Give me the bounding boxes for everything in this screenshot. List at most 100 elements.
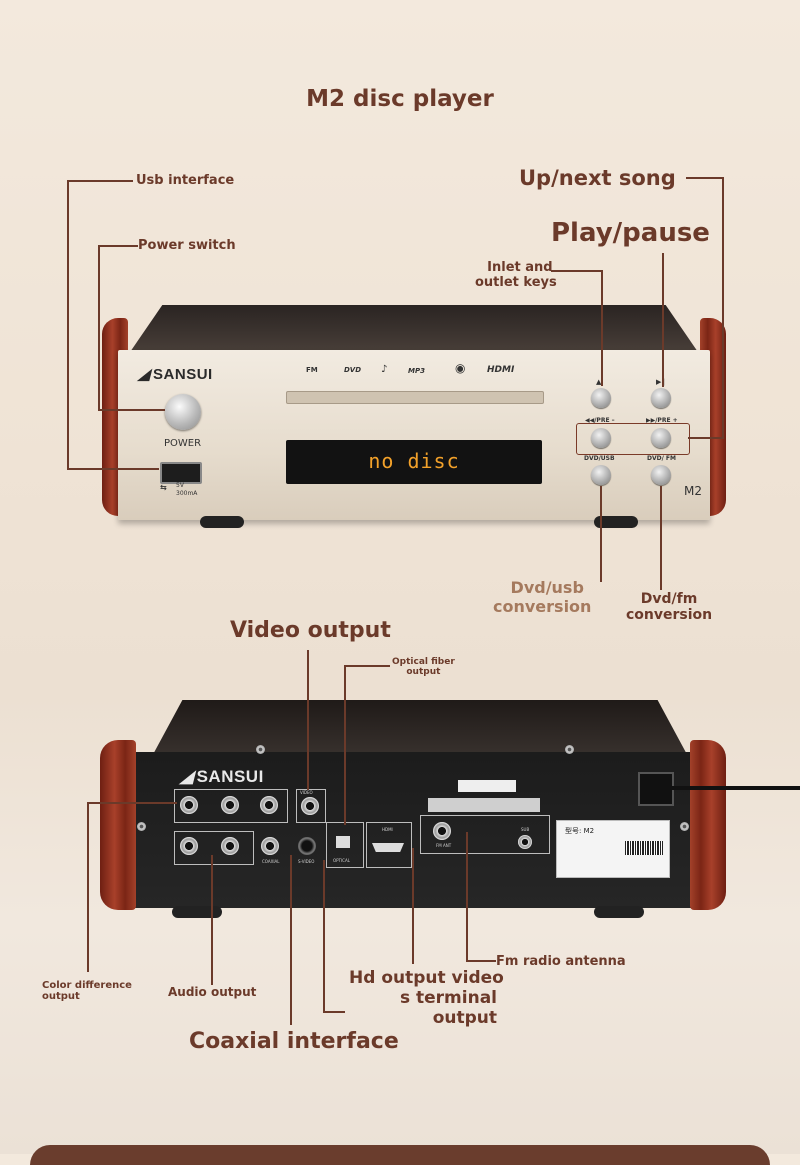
label-play-pause: Play/pause <box>551 218 710 248</box>
disc-slot[interactable] <box>286 391 544 404</box>
line-video-v <box>307 650 309 790</box>
rear-top-cover <box>150 700 690 760</box>
dvd-fm-label: DVD/ FM <box>647 455 676 462</box>
usb-port[interactable] <box>160 462 202 484</box>
dvd-usb-label: DVD/USB <box>584 455 615 462</box>
video-port-label: VIDEO <box>300 790 313 795</box>
label-color-diff: Color difference output <box>42 980 132 1002</box>
label-fm-antenna: Fm radio antenna <box>496 954 626 969</box>
line-fm-v <box>466 832 468 962</box>
label-audio-output: Audio output <box>168 985 257 999</box>
coaxial-jack[interactable] <box>261 837 279 855</box>
line-power-v <box>98 245 100 411</box>
fm-box <box>420 815 550 854</box>
label-hd-1: Hd output video <box>349 968 504 988</box>
rear-foot-right <box>594 906 644 918</box>
power-knob[interactable] <box>165 394 201 430</box>
line-power-h1 <box>98 245 138 247</box>
screw-right <box>680 822 689 831</box>
line-next-h2 <box>688 437 724 439</box>
front-foot-left <box>200 516 244 528</box>
label-color-diff-1: Color difference <box>42 980 132 991</box>
line-usb-v <box>67 180 69 470</box>
music-note-icon: ♪ <box>381 364 388 375</box>
page-title: M2 disc player <box>306 86 494 112</box>
eject-button[interactable] <box>591 388 611 408</box>
fm-antenna-jack[interactable] <box>433 822 451 840</box>
line-usb-h1 <box>67 180 133 182</box>
optical-port-label: OPTICAL <box>333 858 350 863</box>
rear-wood-left <box>100 740 136 910</box>
front-brand: ◢SANSUI <box>138 365 213 383</box>
line-usb-h2 <box>67 468 159 470</box>
warning-sticker <box>458 780 516 792</box>
caution-sticker <box>428 798 540 812</box>
label-power-switch: Power switch <box>138 238 236 253</box>
usb-icon: ⇆ <box>160 483 167 492</box>
sub-jack[interactable] <box>518 835 532 849</box>
rca-audio-right-jack[interactable] <box>221 837 239 855</box>
sub-label: SUB <box>521 827 530 832</box>
label-dvd-fm-2: conversion <box>626 607 713 623</box>
screw-left <box>137 822 146 831</box>
line-next-h1 <box>686 177 724 179</box>
rear-wood-right <box>690 740 726 910</box>
front-foot-right <box>594 516 638 528</box>
hdmi-port-label: HDMI <box>382 827 393 832</box>
next-label: ▶▶/PRE + <box>646 417 678 424</box>
coaxial-port-label: COAXIAL <box>262 859 280 864</box>
usb-spec-1: 5V <box>176 482 184 489</box>
rca-pr-jack[interactable] <box>260 796 278 814</box>
line-inlet-h <box>551 270 603 272</box>
power-cord <box>662 786 800 790</box>
next-button[interactable] <box>651 428 671 448</box>
front-panel <box>118 350 710 520</box>
play-pause-button[interactable] <box>651 388 671 408</box>
line-coaxial-v <box>290 855 292 1025</box>
component-video-box <box>174 789 288 823</box>
line-color-v <box>87 802 89 972</box>
display-text: no disc <box>368 449 460 473</box>
front-brand-text: SANSUI <box>153 366 213 383</box>
dvd-fm-button[interactable] <box>651 465 671 485</box>
label-dvd-fm-1: Dvd/fm <box>640 591 698 607</box>
label-color-diff-2: output <box>42 991 80 1002</box>
sansui-rear-logo-icon: ◢ <box>180 767 194 786</box>
dvd-usb-button[interactable] <box>591 465 611 485</box>
play-pause-icon: ▶‖ <box>656 378 665 386</box>
hdmi-port[interactable] <box>372 843 404 852</box>
svideo-port-label: S-VIDEO <box>298 859 315 864</box>
svideo-jack[interactable] <box>298 837 316 855</box>
spec-label-model: 型号: M2 <box>565 827 595 835</box>
rca-pb-jack[interactable] <box>221 796 239 814</box>
line-fm-h <box>466 960 496 962</box>
line-power-h2 <box>98 409 165 411</box>
spec-label: 型号: M2 <box>556 820 670 878</box>
logo-fm: FM <box>306 366 318 374</box>
label-inlet-outlet: Inlet and outlet keys <box>475 260 557 290</box>
label-hd-3: output <box>432 1008 497 1028</box>
eject-icon: ▲ <box>596 378 602 386</box>
optical-port[interactable] <box>336 836 350 848</box>
power-label: POWER <box>164 438 202 449</box>
label-optical-1: Optical fiber <box>392 657 455 667</box>
rca-y-jack[interactable] <box>180 796 198 814</box>
label-optical-2: output <box>406 667 441 677</box>
line-color-h <box>87 802 177 804</box>
bottom-bar <box>30 1145 770 1165</box>
prev-button[interactable] <box>591 428 611 448</box>
label-hd-2: s terminal <box>399 988 497 1008</box>
audio-box <box>174 831 254 865</box>
rca-audio-left-jack[interactable] <box>180 837 198 855</box>
disc-icon: ◉ <box>455 361 466 375</box>
rear-brand: ◢SANSUI <box>180 767 264 787</box>
prev-next-frame <box>576 423 690 455</box>
label-dvd-usb-1: Dvd/usb <box>510 578 584 597</box>
label-usb-interface: Usb interface <box>136 173 235 188</box>
rca-video-jack[interactable] <box>301 797 319 815</box>
sansui-logo-icon: ◢ <box>138 366 151 383</box>
label-up-next-song: Up/next song <box>519 166 676 190</box>
model-label: M2 <box>684 484 702 498</box>
logo-hdmi: HDMI <box>487 365 515 375</box>
label-optical: Optical fiber output <box>392 657 455 677</box>
